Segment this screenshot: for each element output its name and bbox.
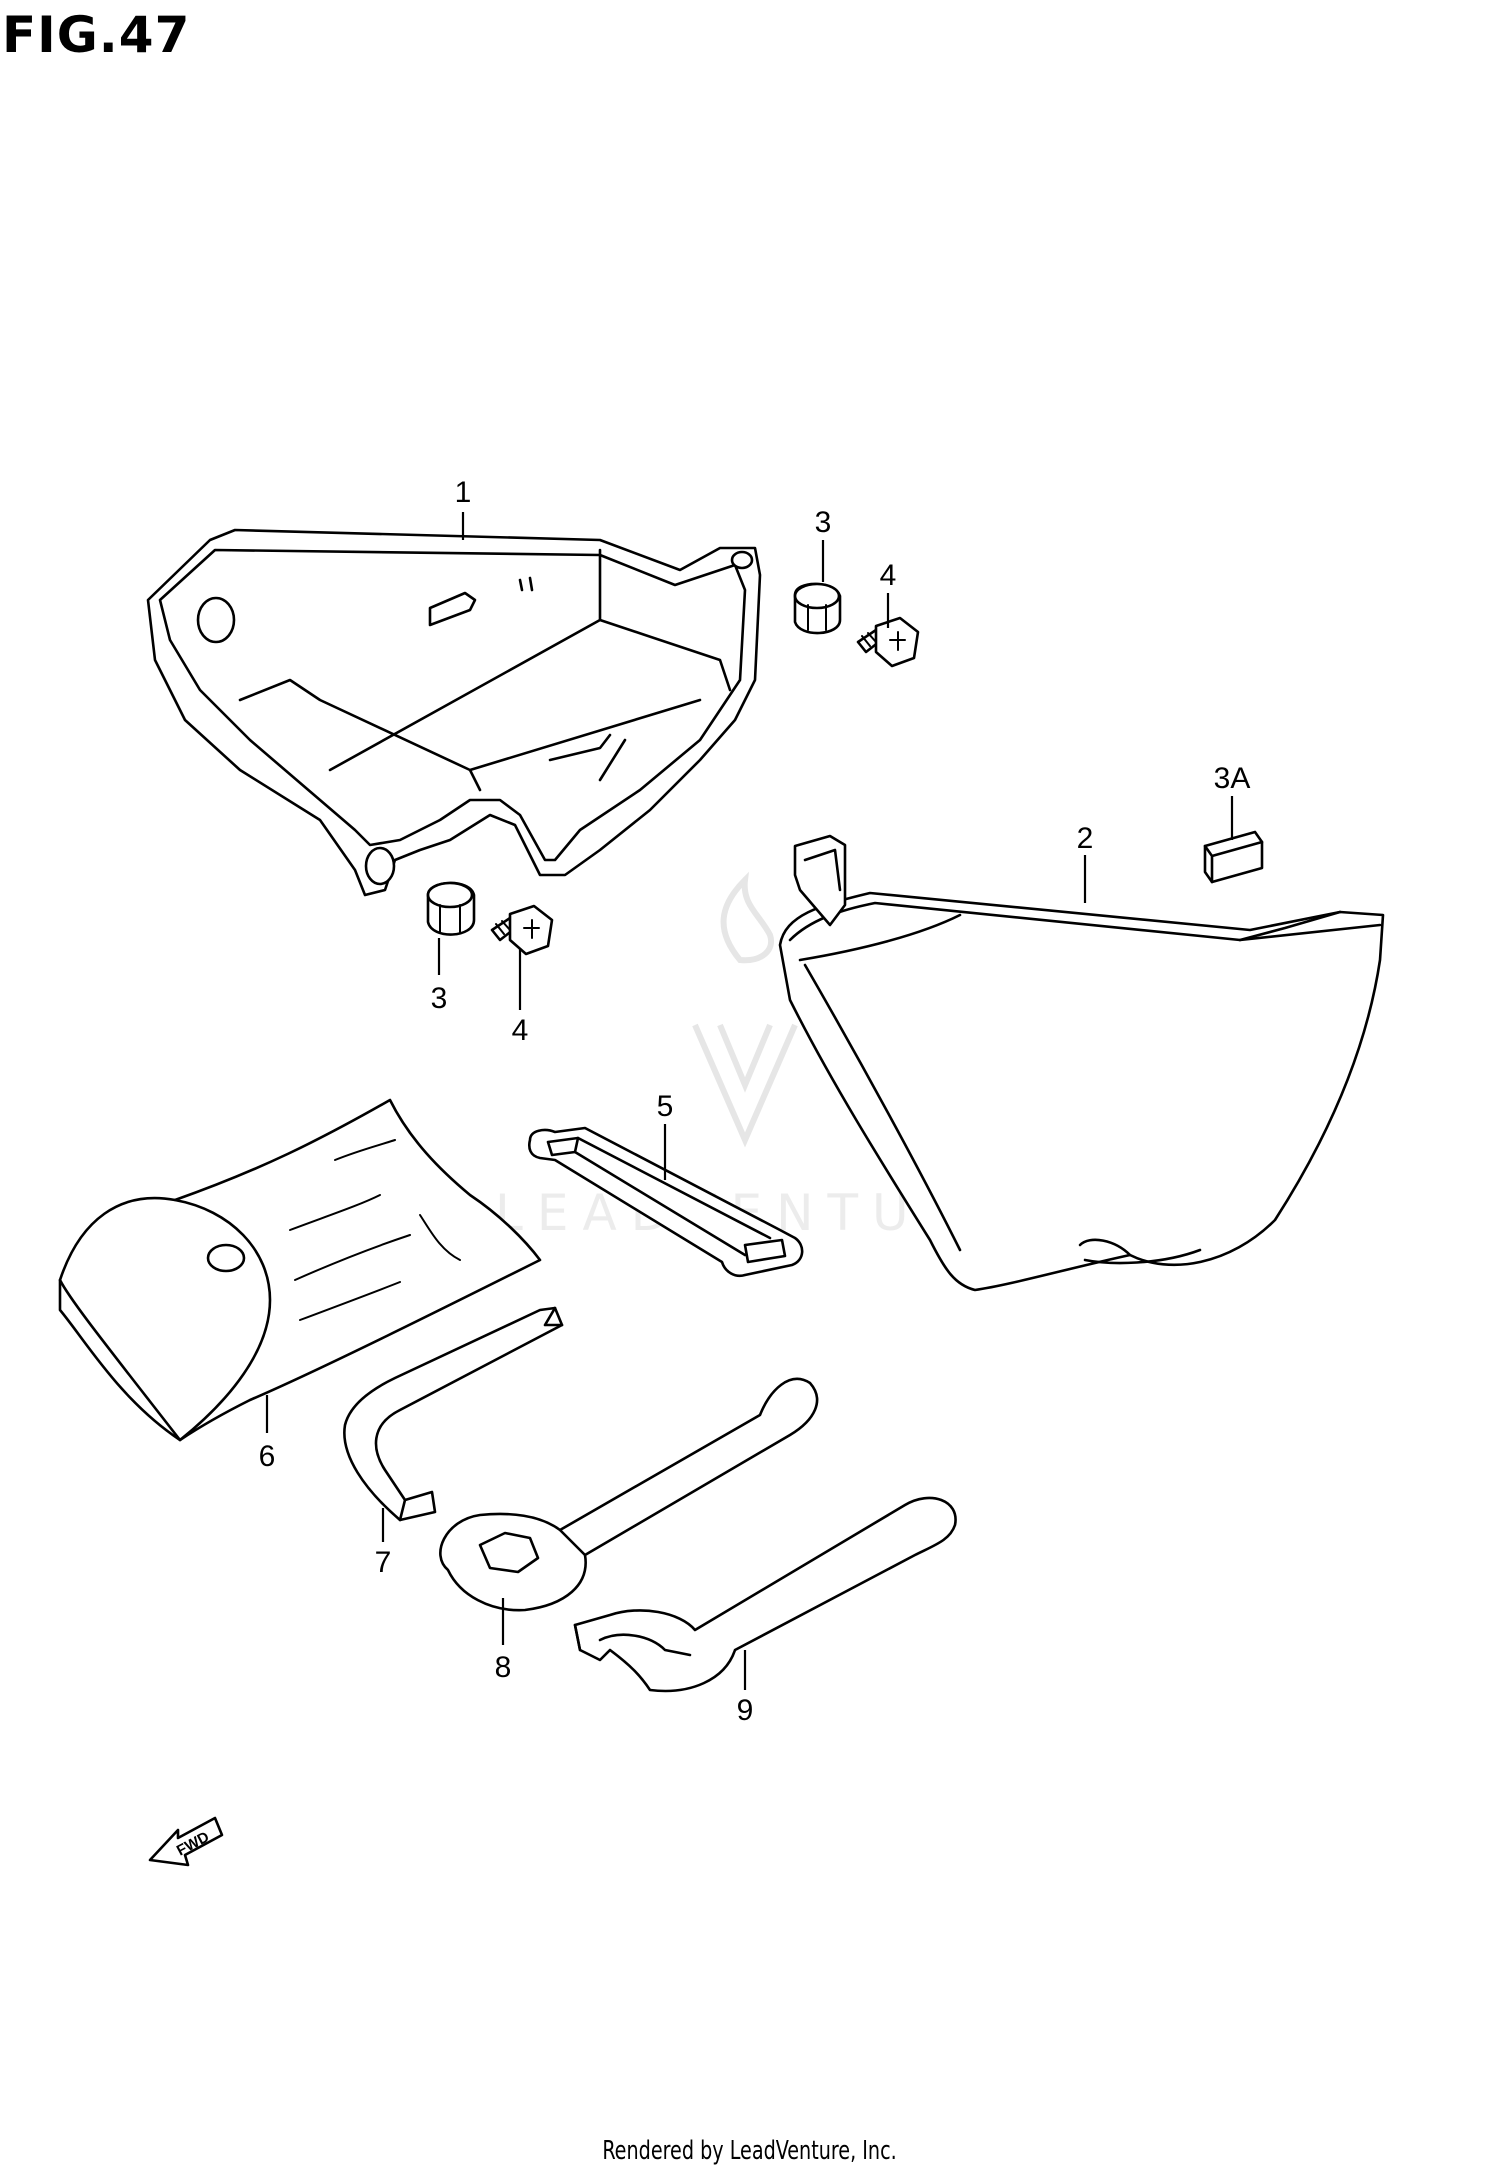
- part-1-frame-cover[interactable]: [146, 528, 762, 897]
- part-8-box-wrench[interactable]: [439, 1377, 819, 1612]
- part-5-battery-strap[interactable]: [528, 1126, 804, 1278]
- callout-9: 9: [737, 1694, 754, 1727]
- part-4-screw-top[interactable]: [856, 616, 920, 668]
- part-2-side-cover[interactable]: [778, 834, 1385, 1292]
- part-9-spanner-wrench[interactable]: [573, 1496, 957, 1693]
- figure-title: FIG.47: [2, 6, 191, 64]
- callout-2: 2: [1077, 822, 1094, 855]
- callout-7: 7: [375, 1546, 392, 1579]
- callout-6: 6: [259, 1440, 276, 1473]
- footer-text: Rendered by LeadVenture, Inc.: [602, 2136, 898, 2166]
- part-4-screw-bottom[interactable]: [490, 904, 554, 956]
- callout-3-top: 3: [815, 506, 832, 539]
- part-3A-cushion[interactable]: [1203, 830, 1264, 884]
- callout-5: 5: [657, 1090, 674, 1123]
- part-7-hex-wrench[interactable]: [343, 1306, 564, 1522]
- callout-labels: 1 3 4 3A 2 3 4 5 6 7 8 9: [259, 476, 1251, 1727]
- callout-3-bottom: 3: [431, 982, 448, 1015]
- part-6-tool-bag[interactable]: [58, 1098, 542, 1442]
- part-3-grommet-top[interactable]: [793, 582, 842, 635]
- leader-lines: [265, 512, 1234, 1690]
- part-3-grommet-bottom[interactable]: [426, 881, 476, 936]
- footer-credit: Rendered by LeadVenture, Inc.: [0, 2136, 1500, 2166]
- callout-8: 8: [495, 1651, 512, 1684]
- callout-1: 1: [455, 476, 472, 509]
- callout-4-bottom: 4: [512, 1014, 529, 1047]
- callout-4-top: 4: [880, 559, 897, 592]
- callout-3A: 3A: [1214, 762, 1251, 795]
- fwd-arrow-icon: FWD: [148, 1816, 224, 1867]
